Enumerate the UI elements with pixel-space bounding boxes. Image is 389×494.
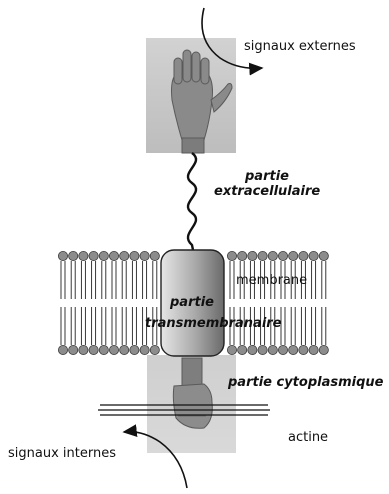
lipid-head <box>289 345 298 354</box>
lipid-head <box>79 251 88 260</box>
lipid-head <box>89 251 98 260</box>
lipid-head <box>58 345 67 354</box>
lipid-head <box>89 345 98 354</box>
lipid-head <box>79 345 88 354</box>
lipid-head <box>150 251 159 260</box>
fist-photo <box>147 355 236 453</box>
lipid-head <box>258 345 267 354</box>
lipid-head <box>248 345 257 354</box>
lipid-head <box>109 345 118 354</box>
lipid-head <box>248 251 257 260</box>
lipid-head <box>299 251 308 260</box>
lipid-head <box>238 251 247 260</box>
lipid-head <box>299 345 308 354</box>
label-membrane: membrane <box>236 273 307 288</box>
lipid-head <box>278 251 287 260</box>
label-partie-transmembranaire-1: partie <box>169 295 214 310</box>
lipid-head <box>140 251 149 260</box>
label-signaux-externes: signaux externes <box>244 39 356 54</box>
label-partie-extracellulaire-2: extracellulaire <box>214 184 320 199</box>
lipid-head <box>258 251 267 260</box>
lipid-head <box>130 251 139 260</box>
lipid-head <box>69 251 78 260</box>
open-hand-photo <box>146 38 236 153</box>
lipid-head <box>309 251 318 260</box>
label-partie-transmembranaire-2: transmembranaire <box>145 316 282 331</box>
label-partie-cytoplasmique: partie cytoplasmique <box>227 375 384 390</box>
lipid-head <box>289 251 298 260</box>
lipid-head <box>268 345 277 354</box>
lipid-head <box>99 251 108 260</box>
extracellular-linker <box>188 153 196 250</box>
lipid-head <box>238 345 247 354</box>
label-partie-extracellulaire-1: partie <box>244 169 289 184</box>
lipid-head <box>58 251 67 260</box>
lipid-head <box>120 251 129 260</box>
lipid-head <box>120 345 129 354</box>
lipid-head <box>319 251 328 260</box>
lipid-head <box>268 251 277 260</box>
lipid-head <box>319 345 328 354</box>
lipid-head <box>227 251 236 260</box>
label-actine: actine <box>288 430 328 445</box>
lipid-head <box>69 345 78 354</box>
lipid-head <box>130 345 139 354</box>
lipid-head <box>278 345 287 354</box>
label-signaux-internes: signaux internes <box>8 446 116 461</box>
lipid-head <box>140 345 149 354</box>
lipid-head <box>309 345 318 354</box>
lipid-head <box>150 345 159 354</box>
lipid-head <box>99 345 108 354</box>
lipid-head <box>109 251 118 260</box>
lipid-head <box>227 345 236 354</box>
